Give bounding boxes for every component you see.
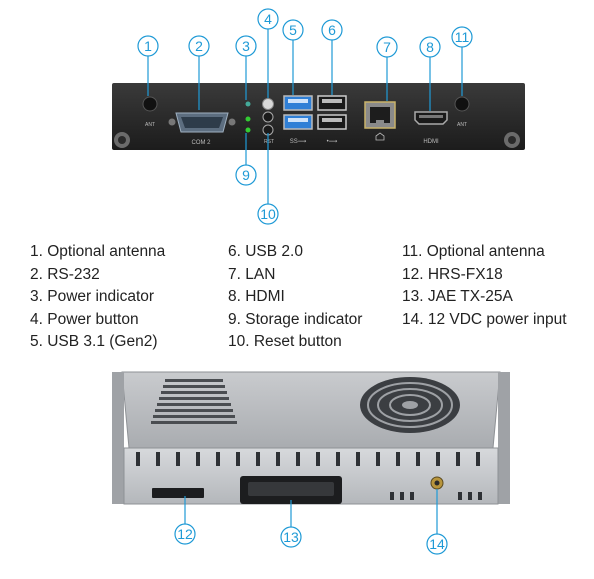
- legend-item: 10. Reset button: [228, 333, 342, 350]
- legend-item: 6. USB 2.0: [228, 243, 303, 260]
- lan-port: [364, 101, 396, 129]
- panel-screw-right: [504, 132, 520, 148]
- legend-item: 3. Power indicator: [30, 288, 155, 305]
- usb20-ports: [317, 95, 347, 130]
- callout-3-label: 3: [242, 38, 250, 54]
- callout-12-label: 12: [177, 526, 193, 542]
- callout-13-label: 13: [283, 529, 299, 545]
- callout-5-label: 5: [289, 22, 297, 38]
- callout-5: 5: [282, 19, 304, 41]
- legend-item: 1. Optional antenna: [30, 243, 166, 260]
- callout-11: 11: [451, 26, 473, 48]
- legend-item: 12. HRS-FX18: [402, 265, 503, 283]
- legend-item: 2. RS-232: [30, 265, 100, 283]
- usb31-ports: [283, 95, 313, 130]
- legend-column-2: 6. USB 2.0 7. LAN 8. HDMI 9. Storage ind…: [228, 241, 362, 354]
- callout-4-label: 4: [264, 11, 272, 27]
- callout-12: 12: [174, 523, 196, 545]
- legend-item: 8. HDMI: [228, 288, 285, 305]
- hdmi-port: [414, 111, 448, 125]
- callout-9-label: 9: [242, 167, 250, 183]
- callout-14: 14: [426, 533, 448, 555]
- antenna-label-right: ANT: [457, 122, 467, 128]
- front-small-holes: [390, 492, 482, 500]
- lan-icon: [375, 132, 385, 141]
- antenna-hole-left: [142, 96, 158, 112]
- callout-leaders-bottom: [184, 489, 438, 534]
- rear-io-panel: ANT COM 2 RST SS⟿ •⟿: [112, 83, 525, 150]
- power-indicator-led: [245, 116, 251, 122]
- callout-8: 8: [419, 36, 441, 58]
- chassis-flange-right: [498, 372, 510, 504]
- callout-6: 6: [321, 19, 343, 41]
- callout-7-label: 7: [383, 39, 391, 55]
- jae-tx25a-connector: [240, 476, 342, 504]
- callout-1: 1: [137, 35, 159, 57]
- chassis: [112, 371, 510, 505]
- callout-13: 13: [280, 526, 302, 548]
- legend-item: 4. Power button: [30, 310, 139, 328]
- storage-indicator-led: [245, 127, 251, 133]
- hdmi-label: HDMI: [423, 139, 439, 145]
- legend-item: 7. LAN: [228, 265, 276, 283]
- legend-column-1: 1. Optional antenna 2. RS-232 3. Power i…: [30, 241, 165, 354]
- chassis-flange-left: [112, 372, 124, 504]
- dc-power-input: [430, 476, 444, 490]
- front-vent-slots: [136, 452, 480, 466]
- callout-7: 7: [376, 36, 398, 58]
- legend-item: 9. Storage indicator: [228, 310, 363, 328]
- callout-8-label: 8: [426, 39, 434, 55]
- callout-2: 2: [188, 35, 210, 57]
- legend-item: 14. 12 VDC power input: [402, 310, 567, 328]
- callout-2-label: 2: [195, 38, 203, 54]
- legend-item: 13. JAE TX-25A: [402, 288, 513, 305]
- legend-item: 11. Optional antenna: [402, 243, 545, 260]
- legend-item: 5. USB 3.1 (Gen2): [30, 333, 158, 350]
- callout-4: 4: [257, 8, 279, 30]
- power-button: [262, 98, 274, 110]
- callout-3: 3: [235, 35, 257, 57]
- antenna-label-left: ANT: [145, 122, 155, 128]
- reset-button: [262, 111, 274, 123]
- callout-6-label: 6: [328, 22, 336, 38]
- callout-10: 10: [257, 203, 279, 225]
- callout-14-label: 14: [429, 536, 445, 552]
- rs232-port: [168, 112, 236, 133]
- panel-screw-left: [114, 132, 130, 148]
- power-led-icon: [245, 101, 251, 107]
- reset-label: RST: [264, 139, 274, 145]
- usb3-label: SS⟿: [290, 139, 307, 145]
- callout-leaders-top: [147, 29, 463, 204]
- callout-10-label: 10: [260, 206, 276, 222]
- antenna-hole-right: [454, 96, 470, 112]
- callout-11-label: 11: [455, 29, 470, 45]
- usb2-label: •⟿: [327, 139, 338, 145]
- fan-grille-icon: [360, 377, 460, 433]
- callout-9: 9: [235, 164, 257, 186]
- serial-label: COM 2: [191, 140, 211, 146]
- callout-1-label: 1: [144, 38, 152, 54]
- legend-column-3: 11. Optional antenna 12. HRS-FX18 13. JA…: [402, 241, 567, 331]
- hrs-fx18-connector: [152, 488, 204, 498]
- lid-vent-slots: [151, 379, 237, 424]
